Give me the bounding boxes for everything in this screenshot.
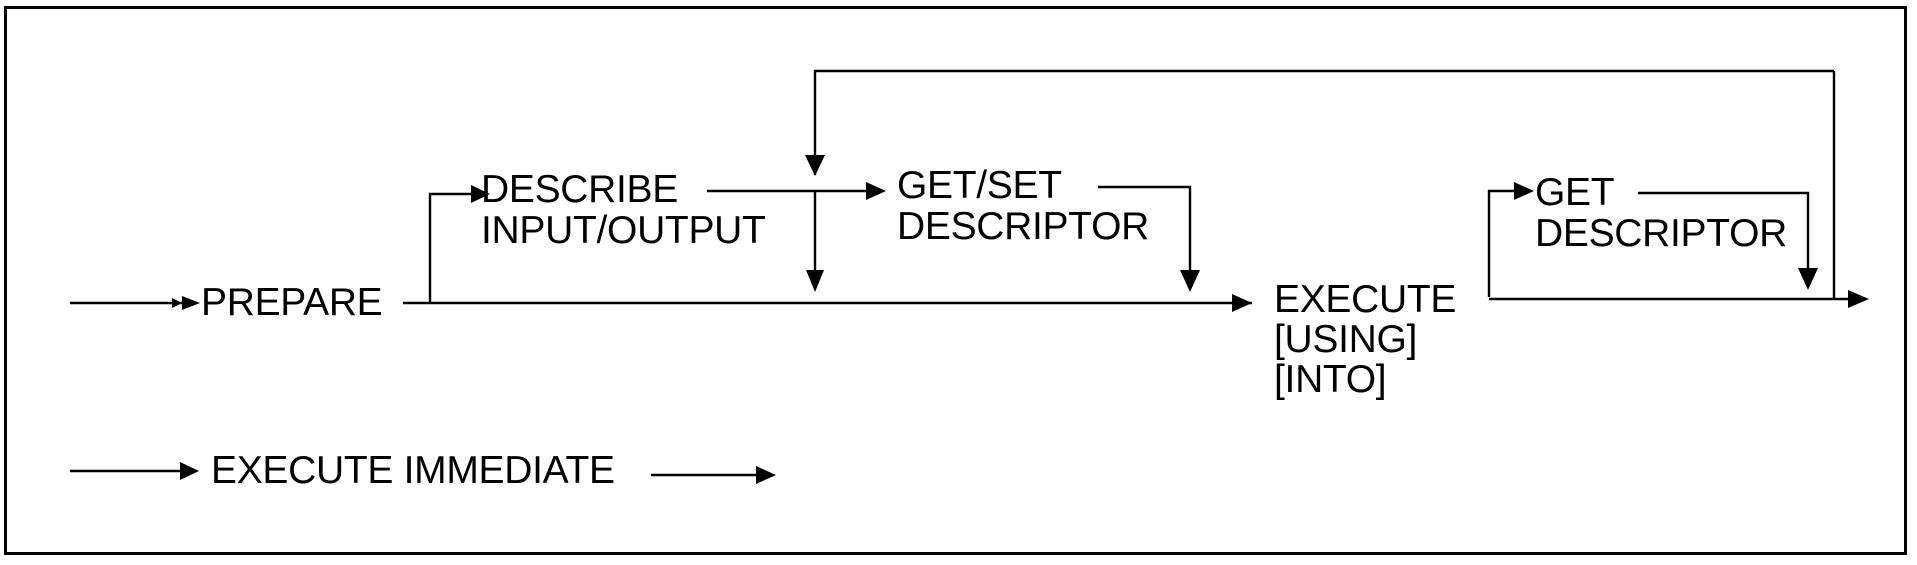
node-getdescriptor-line-2: DESCRIPTOR (1535, 212, 1787, 255)
arrowhead-getdescriptor (1514, 182, 1534, 200)
arrowhead-exit (1848, 290, 1869, 308)
node-getset-line-1: GET/SET (897, 164, 1062, 207)
arrowhead-loop-down (805, 155, 825, 176)
arrowhead-getdescriptor-down (1798, 268, 1818, 290)
node-execute-line-1: EXECUTE (1274, 278, 1457, 321)
node-prepare-line-1: PREPARE (201, 281, 383, 324)
arrowhead-immediate-end (756, 466, 776, 484)
node-get-descriptor: GET DESCRIPTOR (1535, 172, 1787, 254)
node-getset-line-2: DESCRIPTOR (897, 205, 1149, 248)
node-prepare: PREPARE (201, 281, 383, 324)
node-describe-line-1: DESCRIBE (481, 168, 678, 211)
arrowhead-immediate (180, 462, 199, 480)
node-execute-immediate: EXECUTE IMMEDIATE (211, 450, 615, 491)
arrow-execute-to-getdescriptor (1487, 189, 1528, 297)
node-get-set-descriptor: GET/SET DESCRIPTOR (897, 165, 1149, 247)
loop-line (813, 69, 1834, 175)
node-describe-input-output: DESCRIBE INPUT/OUTPUT (481, 169, 766, 251)
node-execute-line-3: [INTO] (1274, 358, 1387, 401)
arrow-prepare-to-describe (428, 192, 471, 303)
arrowhead-execute (1232, 294, 1252, 312)
diagram-frame (4, 6, 1907, 555)
node-getdescriptor-line-1: GET (1535, 171, 1615, 214)
arrowhead-describe-down (806, 270, 824, 292)
arrowhead-getset (866, 182, 886, 200)
arrowhead-describe (471, 185, 490, 203)
node-execute-line-2: [USING] (1274, 318, 1418, 361)
arrowhead-getset-down (1180, 270, 1200, 292)
node-describe-line-2: INPUT/OUTPUT (481, 209, 766, 252)
node-execute: EXECUTE [USING] [INTO] (1274, 280, 1456, 400)
arrow-getset-to-main (1098, 185, 1192, 289)
node-execute-immediate-line-1: EXECUTE IMMEDIATE (211, 449, 615, 492)
arrowhead-prepare (182, 296, 200, 310)
arrow-getdescriptor-to-exit (1638, 191, 1810, 287)
